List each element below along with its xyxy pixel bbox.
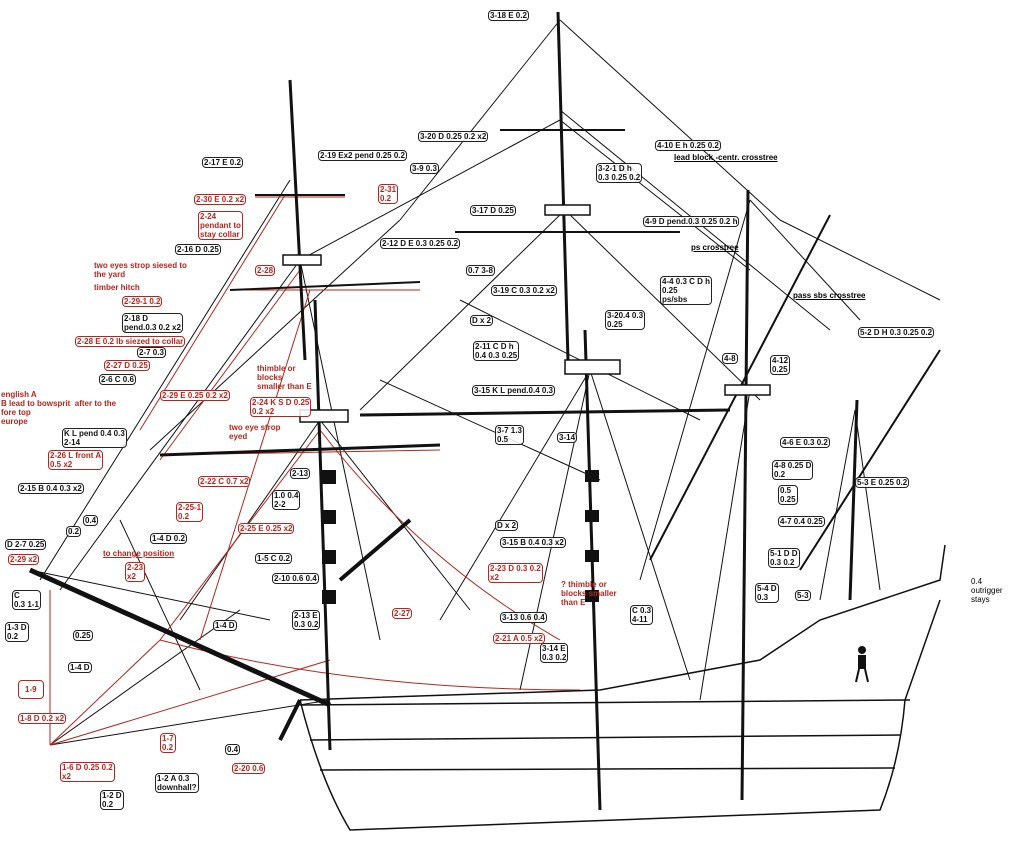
label: 1-2 D 0.2 (100, 790, 124, 810)
label: 0.25 (73, 630, 93, 641)
label: 4-7 0.4 0.25 (778, 516, 825, 527)
label: 3-14 E 0.3 0.2 (540, 643, 569, 663)
human-figure-scale (855, 646, 869, 683)
annotation-label: 2-28 E 0.2 lb siezed to collar (75, 336, 186, 347)
label: 4-8 (722, 353, 738, 364)
label: 0.4 (225, 744, 241, 755)
label: 3-7 1.3 0.5 (495, 425, 524, 445)
label: 5-1 D D 0.3 0.2 (768, 548, 800, 568)
annotation-label: timber hitch (94, 283, 140, 292)
annotation-label: 2-26 L front A 0.5 x2 (48, 450, 104, 470)
label: 5-3 E 0.25 0.2 (855, 477, 910, 488)
label: 2-10 0.6 0.4 (272, 573, 319, 584)
label: 2-18 D pend.0.3 0.2 x2 (122, 313, 183, 333)
label: 3-2-1 D h 0.3 0.25 0.2 (596, 163, 643, 183)
label: pass sbs crosstree (793, 291, 866, 300)
label: 2-11 C D h 0.4 0.3 0.25 (473, 341, 520, 361)
label: 2-6 C 0.6 (99, 374, 136, 385)
label: D x 2 (495, 520, 519, 531)
annotation-label: 2-27 D 0.25 (104, 360, 150, 371)
label: 3-17 D 0.25 (470, 205, 516, 216)
annotation-label: english A B lead to bowsprit after to th… (1, 390, 117, 426)
label: 1-4 D (68, 662, 92, 673)
annotation-label: 2-28 (255, 265, 276, 276)
mast-bands (322, 470, 599, 604)
label: 4-10 E h 0.25 0.2 (655, 140, 721, 151)
label: 4-8 0.25 D 0.2 (772, 460, 814, 480)
label: 0.2 (66, 526, 82, 537)
masts-and-spars (28, 11, 941, 811)
label: 0.4 (83, 515, 99, 526)
annotation-label: 1-9 (18, 680, 44, 699)
label: 3-18 E 0.2 (488, 10, 529, 21)
annotation-label: 1-6 D 0.25 0.2 x2 (60, 762, 115, 782)
label: 2-19 Ex2 pend 0.25 0.2 (318, 150, 407, 161)
label: 3-14 (557, 432, 578, 443)
label: D 2-7 0.25 (5, 539, 47, 550)
annotation-label: thimble or blocks smaller than E (257, 364, 312, 391)
annotation-label: 2-21 A 0.5 x2 (493, 633, 545, 644)
hull (278, 544, 946, 831)
label: C 0.3 4-11 (630, 605, 654, 625)
label: D x 2 (470, 315, 494, 326)
label: 3-15 B 0.4 0.3 x2 (500, 537, 566, 548)
label: 2-13 (290, 468, 311, 479)
label: ps crosstree (691, 243, 739, 252)
label: 2-13 E 0.3 0.2 (292, 610, 321, 630)
label: 4-6 E 0.3 0.2 (780, 437, 830, 448)
label: 2-7 0.3 (137, 347, 166, 358)
rigging-lines (29, 19, 941, 746)
annotation-label: 2-27 (392, 608, 413, 619)
annotation-label: 2-20 0.6 (232, 763, 266, 774)
label: 5-2 D H 0.3 0.25 0.2 (858, 327, 935, 338)
label: 3-15 K L pend.0.4 0.3 (472, 385, 555, 396)
annotation-label: to change position (103, 549, 175, 558)
label: 4-9 D pend.0.3 0.25 0.2 h (643, 216, 740, 227)
label: 0.5 0.25 (778, 485, 798, 505)
annotation-label: 2-30 E 0.2 x2 (194, 194, 247, 205)
label: 3-13 0.6 0.4 (500, 612, 547, 623)
label: 1-4 D 0.2 (150, 533, 187, 544)
label: 1.0 0.4 2-2 (272, 490, 301, 510)
label: 4-12 0.25 (770, 355, 791, 375)
label: K L pend 0.4 0.3 2-14 (62, 428, 127, 448)
annotation-label: 1-8 D 0.2 x2 (18, 713, 67, 724)
label: 3-20.4 0.3 0.25 (605, 310, 646, 330)
label: 1-4 D (213, 620, 237, 631)
label: 3-9 0.3 (410, 163, 439, 174)
annotation-label: 2-29 x2 (8, 554, 40, 565)
annotation-label: two eyes strop siesed to the yard (94, 261, 187, 279)
label: 5-4 D 0.3 (755, 583, 779, 603)
annotation-label: 2-29-1 0.2 (122, 296, 163, 307)
label: 5-3 (795, 590, 811, 601)
label: 2-17 E 0.2 (202, 157, 243, 168)
label: 0.4 outrigger stays (971, 577, 1003, 604)
label: 3-20 D 0.25 0.2 x2 (418, 131, 489, 142)
annotation-label: 2-29 E 0.25 0.2 x2 (160, 390, 230, 401)
label: 2-15 B 0.4 0.3 x2 (18, 483, 84, 494)
fighting-tops (282, 204, 771, 423)
label: lead block -centr. crosstree (674, 153, 778, 162)
label: 3-19 C 0.3 0.2 x2 (491, 285, 557, 296)
annotation-label: 2-23 D 0.3 0.2 x2 (488, 563, 543, 583)
label: 0.7 3-8 (466, 265, 495, 276)
annotation-label: 1-7 0.2 (160, 733, 176, 753)
label: 2-12 D E 0.3 0.25 0.2 (380, 238, 461, 249)
annotation-label: ? thimble or blocks smaller than E (561, 580, 617, 607)
label: C 0.3 1-1 (12, 590, 41, 610)
label: 1-5 C 0.2 (255, 553, 292, 564)
annotation-label: 2-22 C 0.7 x2 (198, 476, 251, 487)
annotation-label: two eye strop eyed (229, 423, 281, 441)
annotation-label: 2-24 pendant to stay collar (198, 211, 243, 240)
annotation-label: 2-25 E 0.25 x2 (238, 523, 295, 534)
label: 1-3 D 0.2 (5, 622, 29, 642)
annotation-label: 2-31 0.2 (378, 184, 399, 204)
annotation-label: 2-24 K S D 0.25 0.2 x2 (250, 397, 312, 417)
label: 2-16 D 0.25 (175, 244, 221, 255)
annotation-label: 2-25-1 0.2 (176, 502, 204, 522)
label: 1-2 A 0.3 downhall? (155, 773, 199, 793)
annotation-label: 2-23 x2 (125, 562, 146, 582)
label: 4-4 0.3 C D h 0.25 ps/sbs (660, 276, 713, 305)
